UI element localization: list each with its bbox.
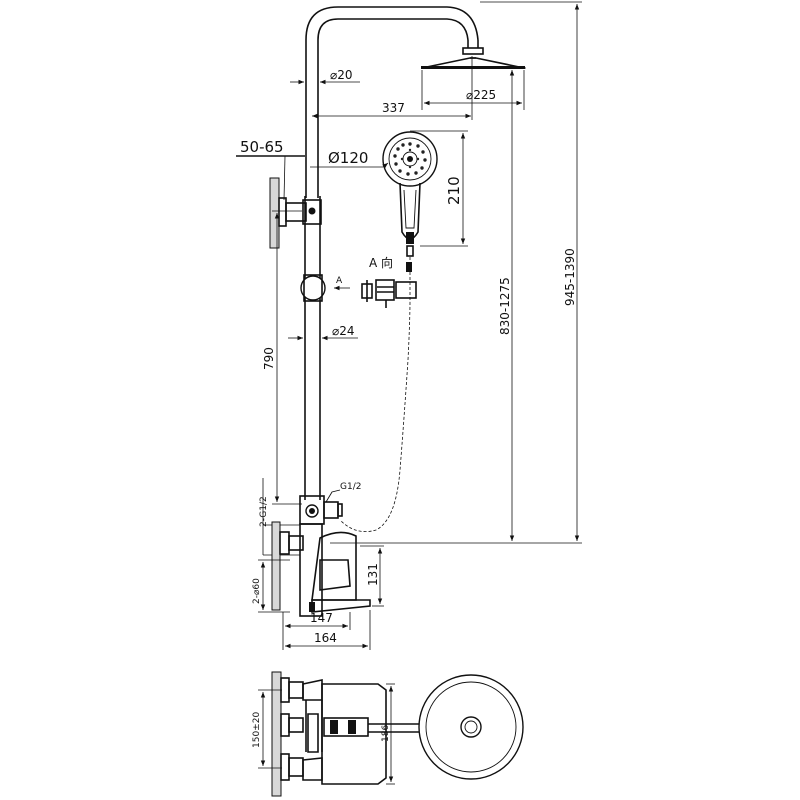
lower-pipe-dia-label: ⌀24	[332, 324, 355, 338]
lower-length-label: 790	[262, 347, 276, 370]
flange-dia-dimension: 2-⌀60	[252, 559, 290, 613]
overhead-dia-dimension: ⌀225	[421, 70, 525, 110]
inlet-thread-dimension: 2-G1/2	[259, 478, 300, 556]
wall-clearance-dimension: 50-65	[236, 138, 305, 201]
shower-hose	[339, 257, 411, 533]
spout-height-dimension: 131	[360, 545, 384, 607]
valve-total-label: 164	[314, 631, 337, 645]
overall-height-label: 945-1390	[563, 248, 577, 306]
overhead-shower-head	[421, 47, 525, 69]
plan-depth-dimension: 186	[381, 683, 395, 785]
centers-dimension: 150±20	[252, 689, 282, 769]
hand-length-label: 210	[445, 176, 463, 205]
upper-wall-bracket	[269, 177, 322, 249]
centers-label: 150±20	[252, 712, 262, 748]
plan-view-valve	[271, 671, 524, 797]
holder-detail-view-a	[361, 262, 417, 308]
lower-pipe-dia-dimension: ⌀24	[288, 324, 358, 341]
spout-height-label: 131	[366, 563, 380, 586]
hand-shower-dimensions: Ø120 210	[310, 130, 468, 247]
hand-dia-label: Ø120	[328, 149, 368, 167]
diverter-outlet: G1/2	[299, 482, 361, 525]
hand-shower	[382, 131, 438, 257]
slider-holder	[300, 274, 326, 302]
mixer-valve-side	[271, 521, 371, 617]
flange-dia-label: 2-⌀60	[252, 578, 262, 604]
lower-length-dimension: 790	[262, 210, 302, 505]
valve-depth-dimensions: 147 164	[282, 610, 371, 650]
outlet-thread-label: G1/2	[340, 482, 361, 492]
upper-pipe-dia-dimension: ⌀20	[290, 68, 360, 85]
valve-depth-label: 147	[310, 611, 333, 625]
overhead-dia-label: ⌀225	[466, 88, 496, 102]
view-a-indicator: A A 向	[334, 255, 393, 291]
arm-length-dimension: 337	[312, 56, 473, 120]
overall-height-dimensions: 830-1275 945-1390	[330, 1, 582, 544]
plan-depth-label: 186	[381, 725, 391, 742]
view-a-direction-label: A 向	[369, 255, 393, 270]
view-a-label: A	[336, 276, 343, 286]
inlet-thread-label: 2-G1/2	[259, 496, 269, 527]
upper-pipe-dia-label: ⌀20	[330, 68, 353, 82]
overall-to-head-label: 830-1275	[498, 277, 512, 335]
wall-clearance-label: 50-65	[240, 138, 284, 156]
riser-pipe	[304, 6, 479, 500]
arm-length-label: 337	[382, 101, 405, 115]
